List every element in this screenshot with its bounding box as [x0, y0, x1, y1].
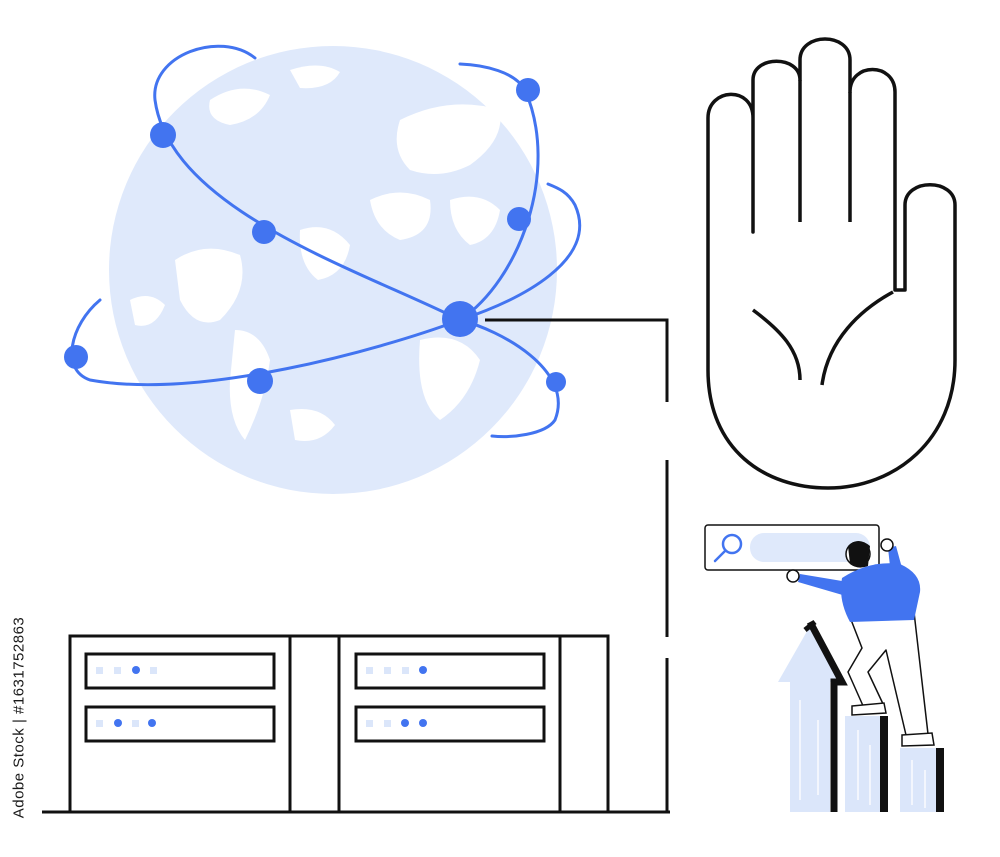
person-torso: [841, 563, 921, 622]
stock-id-text: Adobe Stock | #1631752863: [10, 616, 28, 818]
person-hair: [848, 541, 870, 568]
search-bar-icon: [704, 524, 880, 571]
growth-bar: [845, 716, 885, 812]
orbit-node: [64, 345, 88, 369]
growth-bar: [900, 748, 938, 812]
person-arm: [798, 574, 848, 596]
orbit-node: [247, 368, 273, 394]
stock-id-watermark: Adobe Stock | #1631752863: [4, 612, 34, 822]
globe-icon: [64, 44, 582, 494]
server-unit: [84, 652, 276, 690]
person-figure: [786, 538, 935, 747]
person-arm: [888, 546, 902, 568]
server-unit: [84, 705, 276, 743]
orbit-node: [516, 78, 540, 102]
orbit-hub-node: [442, 301, 478, 337]
growth-bars-icon: [778, 620, 944, 812]
orbit-node: [546, 372, 566, 392]
hand-stop-icon: [706, 37, 957, 490]
growth-arrow-bar: [778, 626, 842, 812]
orbit-node: [252, 220, 276, 244]
globe-nodes: [64, 78, 566, 394]
globe-continents: [130, 65, 501, 441]
magnifier-icon: [713, 533, 743, 563]
orbit-node: [150, 122, 176, 148]
orbit-node: [507, 207, 531, 231]
server-unit: [354, 652, 546, 690]
server-rack-icon: [68, 634, 610, 814]
server-unit: [354, 705, 546, 743]
search-field-pill: [750, 533, 870, 562]
